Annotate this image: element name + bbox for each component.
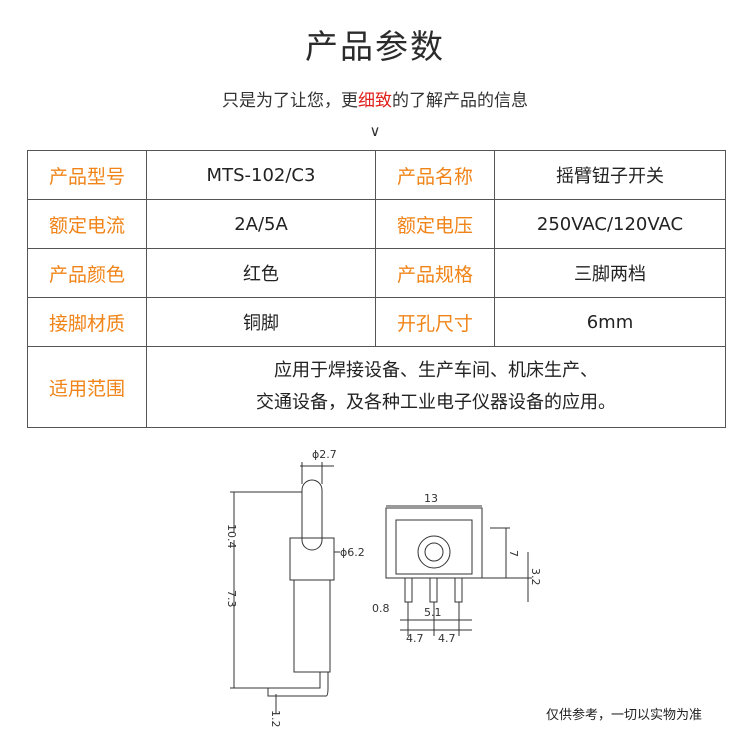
dim-13: 13 <box>424 492 438 505</box>
chevron-down-icon: ∨ <box>369 122 381 140</box>
front-pivot-circle <box>417 535 451 569</box>
label-rated-current: 额定电流 <box>27 199 147 249</box>
table-row: 产品型号 MTS-102/C3 产品名称 摇臂钮子开关 <box>27 150 726 200</box>
front-pin-mid <box>429 577 438 603</box>
table-row: 额定电流 2A/5A 额定电压 250VAC/120VAC <box>27 199 726 249</box>
value-pin-material: 铜脚 <box>146 297 376 347</box>
value-usage: 应用于焊接设备、生产车间、机床生产、 交通设备，及各种工业电子仪器设备的应用。 <box>146 346 726 428</box>
spec-table: 产品型号 MTS-102/C3 产品名称 摇臂钮子开关 额定电流 2A/5A 额… <box>27 150 726 428</box>
label-hole-size: 开孔尺寸 <box>375 297 495 347</box>
bushing-outline <box>289 537 335 581</box>
value-color: 红色 <box>146 248 376 298</box>
table-row: 适用范围 应用于焊接设备、生产车间、机床生产、 交通设备，及各种工业电子仪器设备… <box>27 346 726 428</box>
dim-4-7-left: 4.7 <box>406 632 424 645</box>
subtitle-end: 的了解产品的信息 <box>392 91 528 111</box>
value-hole-size: 6mm <box>494 297 726 347</box>
usage-line-1: 应用于焊接设备、生产车间、机床生产、 <box>274 360 598 381</box>
disclaimer-note: 仅供参考，一切以实物为准 <box>546 708 703 723</box>
dim-5-1: 5.1 <box>424 606 442 619</box>
dim-phi27: ϕ2.7 <box>312 448 337 461</box>
label-pin-material: 接脚材质 <box>27 297 147 347</box>
usage-line-2: 交通设备，及各种工业电子仪器设备的应用。 <box>256 392 616 413</box>
label-color: 产品颜色 <box>27 248 147 298</box>
value-product-name: 摇臂钮子开关 <box>494 150 726 200</box>
label-model: 产品型号 <box>27 150 147 200</box>
value-rated-voltage: 250VAC/120VAC <box>494 199 726 249</box>
dim-phi62: ϕ6.2 <box>340 546 365 559</box>
value-rated-current: 2A/5A <box>146 199 376 249</box>
dim-7: 7 <box>507 550 520 557</box>
label-rated-voltage: 额定电压 <box>375 199 495 249</box>
value-spec: 三脚两档 <box>494 248 726 298</box>
label-spec: 产品规格 <box>375 248 495 298</box>
front-pin-left <box>404 577 413 603</box>
value-model: MTS-102/C3 <box>146 150 376 200</box>
table-row: 接脚材质 铜脚 开孔尺寸 6mm <box>27 297 726 347</box>
body-outline <box>293 579 331 673</box>
table-row: 产品颜色 红色 产品规格 三脚两档 <box>27 248 726 298</box>
lever-outline <box>301 479 323 551</box>
dim-4-7-right: 4.7 <box>438 632 456 645</box>
label-product-name: 产品名称 <box>375 150 495 200</box>
dim-3-2: 3.2 <box>529 568 542 586</box>
front-inner-outline <box>395 519 473 575</box>
subtitle-highlight: 细致 <box>358 91 392 111</box>
dim-1-2: 1.2 <box>269 710 282 728</box>
dim-10-4: 10.4 <box>225 524 238 549</box>
dimension-drawing: ϕ2.7 10.4 7.3 ϕ6.2 1.2 13 7 3.2 0.8 5.1 … <box>225 448 542 728</box>
pin-outline <box>267 672 329 697</box>
page-title: 产品参数 <box>305 27 445 66</box>
subtitle: 只是为了让您，更细致的了解产品的信息 <box>0 86 750 111</box>
front-pivot-inner <box>424 542 444 562</box>
subtitle-start: 只是为了让您，更 <box>222 91 358 111</box>
front-pin-right <box>454 577 463 603</box>
label-usage: 适用范围 <box>27 346 147 428</box>
dim-0-8: 0.8 <box>372 602 390 615</box>
dim-7-3: 7.3 <box>225 590 238 608</box>
